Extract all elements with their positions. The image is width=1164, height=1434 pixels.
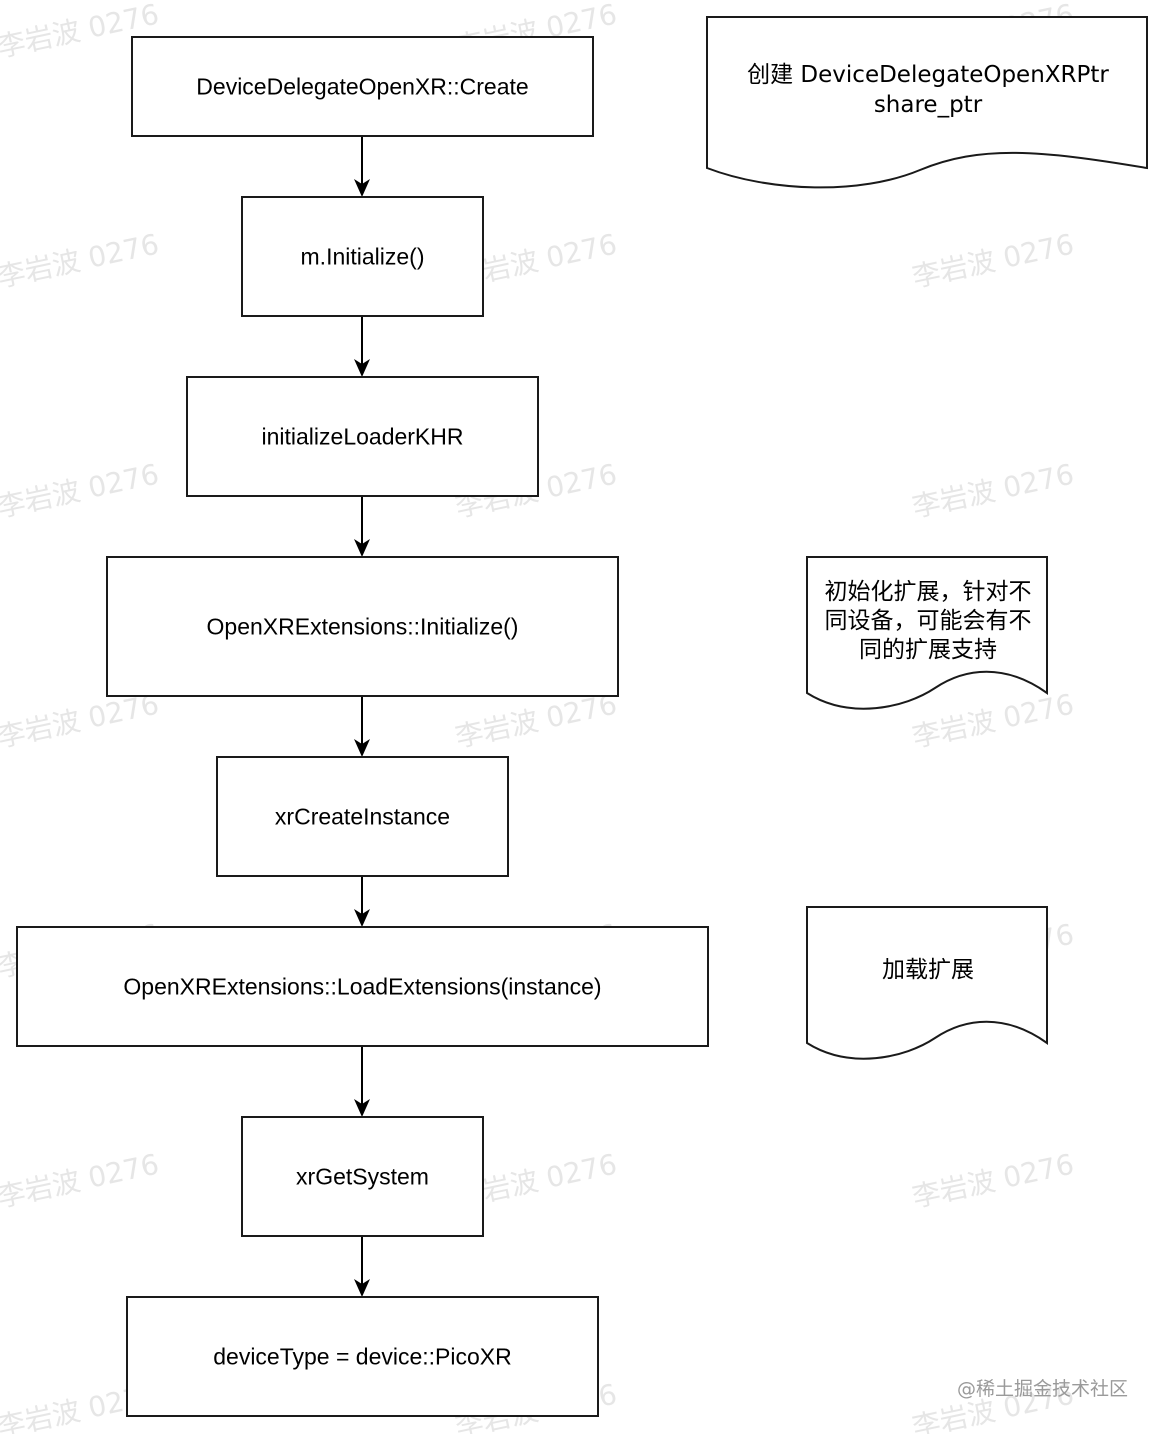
step-box-create-instance: xrCreateInstance bbox=[216, 756, 509, 877]
step-label-create: DeviceDelegateOpenXR::Create bbox=[196, 74, 528, 100]
note-line: share_ptr bbox=[874, 92, 983, 118]
step-box-init-loader: initializeLoaderKHR bbox=[186, 376, 539, 497]
step-label-device-type: deviceType = device::PicoXR bbox=[213, 1344, 512, 1370]
watermark-text: 李岩波 0276 bbox=[0, 228, 162, 294]
arrowhead-icon bbox=[354, 739, 370, 757]
step-label-create-instance: xrCreateInstance bbox=[275, 804, 450, 830]
step-box-device-type: deviceType = device::PicoXR bbox=[126, 1296, 599, 1417]
arrow-connector bbox=[354, 316, 370, 377]
note-line: 同的扩展支持 bbox=[859, 637, 997, 663]
watermark-text: 李岩波 0276 bbox=[452, 688, 619, 754]
source-signature: @稀土掘金技术社区 bbox=[957, 1378, 1128, 1400]
watermark-text: 李岩波 0276 bbox=[0, 1148, 162, 1214]
watermark-text: 李岩波 0276 bbox=[909, 688, 1076, 754]
watermark-text: 李岩波 0276 bbox=[909, 1148, 1076, 1214]
connector-layer bbox=[354, 136, 370, 1297]
arrowhead-icon bbox=[354, 179, 370, 197]
step-label-load-ext: OpenXRExtensions::LoadExtensions(instanc… bbox=[123, 974, 601, 1000]
arrow-connector bbox=[354, 136, 370, 197]
step-label-ext-init: OpenXRExtensions::Initialize() bbox=[207, 614, 519, 640]
arrowhead-icon bbox=[354, 909, 370, 927]
step-layer: DeviceDelegateOpenXR::Createm.Initialize… bbox=[16, 36, 709, 1417]
arrow-connector bbox=[354, 876, 370, 927]
arrow-connector bbox=[354, 1046, 370, 1117]
arrowhead-icon bbox=[354, 539, 370, 557]
arrowhead-icon bbox=[354, 1279, 370, 1297]
step-label-init-loader: initializeLoaderKHR bbox=[262, 424, 464, 450]
step-box-get-system: xrGetSystem bbox=[241, 1116, 484, 1237]
watermark-text: 李岩波 0276 bbox=[909, 458, 1076, 524]
step-label-initialize: m.Initialize() bbox=[301, 244, 425, 270]
watermark-text: 李岩波 0276 bbox=[0, 688, 162, 754]
note-line: 同设备，可能会有不 bbox=[825, 608, 1032, 634]
watermark-text: 李岩波 0276 bbox=[909, 228, 1076, 294]
watermark-text: 李岩波 0276 bbox=[0, 458, 162, 524]
watermark-layer: 李岩波 0276 李岩波 0276 李岩波 0276 李岩波 0276 李岩波 0276… bbox=[0, 0, 1077, 1434]
step-box-create: DeviceDelegateOpenXR::Create bbox=[131, 36, 594, 137]
note-layer: 创建 DeviceDelegateOpenXRPtr share_ptr 初始化扩展… bbox=[706, 16, 1148, 1060]
arrow-connector bbox=[354, 696, 370, 757]
arrow-connector bbox=[354, 1236, 370, 1297]
note-line: 加载扩展 bbox=[882, 957, 974, 983]
note-line: 初始化扩展，针对不 bbox=[825, 579, 1032, 605]
note-load-ext: 加载扩展 bbox=[806, 906, 1048, 1060]
arrowhead-icon bbox=[354, 359, 370, 377]
arrow-connector bbox=[354, 496, 370, 557]
note-line: 创建 DeviceDelegateOpenXRPtr bbox=[747, 62, 1109, 88]
step-box-initialize: m.Initialize() bbox=[241, 196, 484, 317]
step-box-load-ext: OpenXRExtensions::LoadExtensions(instanc… bbox=[16, 926, 709, 1047]
step-label-get-system: xrGetSystem bbox=[296, 1164, 429, 1190]
arrowhead-icon bbox=[354, 1099, 370, 1117]
note-create-ptr: 创建 DeviceDelegateOpenXRPtr share_ptr bbox=[706, 16, 1148, 189]
step-box-ext-init: OpenXRExtensions::Initialize() bbox=[106, 556, 619, 697]
